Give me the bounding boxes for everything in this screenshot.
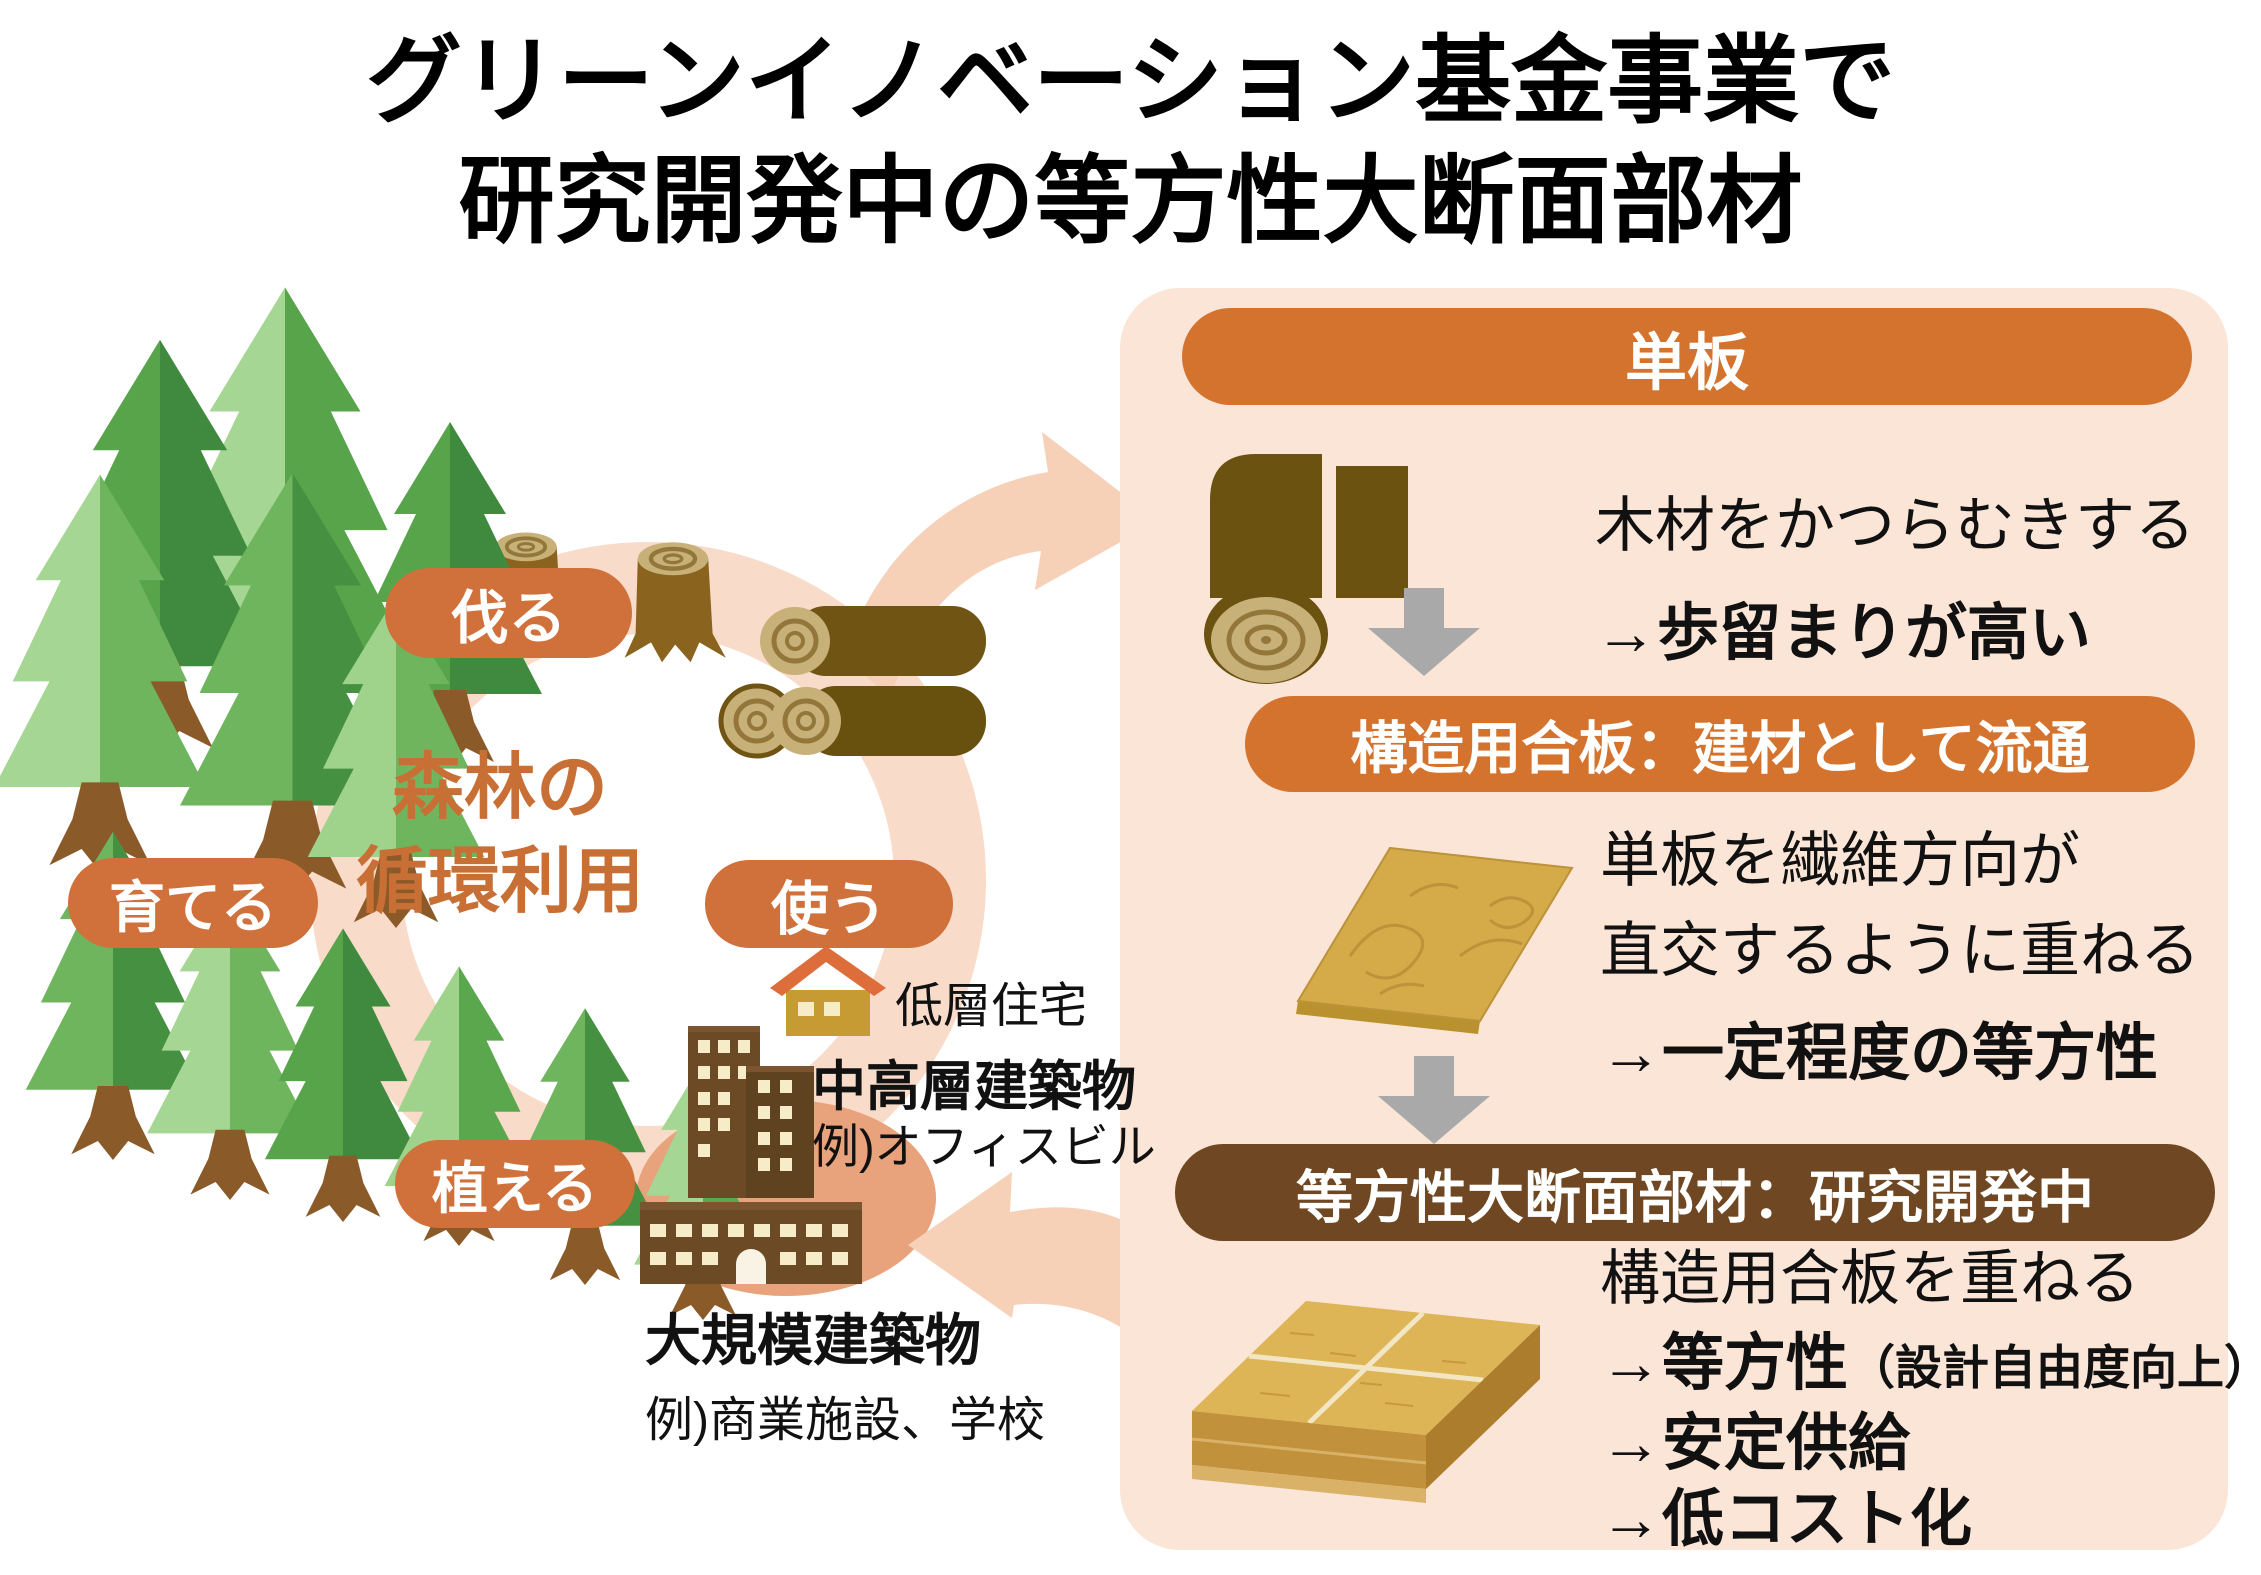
plywood-desc-1: 単板を繊維方向が [1600, 827, 2080, 894]
veneer-result: →歩留まりが高い [1595, 599, 2092, 668]
stacked-plywood-icon [1191, 1301, 1540, 1503]
plywood-desc-2: 直交するように重ねる [1600, 917, 2200, 984]
section-header-isotropic: 等方性大断面部材：研究開発中 [1175, 1144, 2215, 1241]
cycle-step-plant: 植える [395, 1140, 635, 1228]
page-title: グリーンイノベーション基金事業で 研究開発中の等方性大断面部材 [0, 22, 2261, 262]
plywood-result: →一定程度の等方性 [1600, 1019, 2159, 1088]
veneer-desc: 木材をかつらむきする [1595, 492, 2195, 559]
page-title-line2: 研究開発中の等方性大断面部材 [458, 148, 1803, 255]
large-building-icon [640, 1202, 862, 1284]
process-panel: 単板 木材をかつらむきする →歩留まりが高い 構造用合板：建材として流通 [1120, 288, 2261, 1554]
isotropic-result-3: →低コスト化 [1600, 1485, 1973, 1554]
label-low-rise: 低層住宅 [895, 980, 1088, 1033]
isotropic-result-1: →等方性（設計自由度向上） [1600, 1329, 2261, 1398]
gray-down-arrow-icon [1378, 1056, 1490, 1144]
section-header-plywood: 構造用合板：建材として流通 [1245, 696, 2195, 792]
cycle-center-label: 森林の 循環利用 [355, 748, 644, 922]
isotropic-result-2: →安定供給 [1600, 1409, 1911, 1478]
cycle-step-cut: 伐る [385, 568, 632, 658]
label-large-scale: 大規模建築物 [645, 1309, 981, 1372]
gray-down-arrow-icon [1368, 588, 1480, 676]
label-large-scale-example: 例)商業施設、学校 [645, 1394, 1045, 1447]
label-mid-high-rise: 中高層建築物 [812, 1057, 1136, 1117]
label-mid-high-example: 例)オフィスビル [812, 1120, 1156, 1173]
cycle-step-use: 使う [705, 860, 953, 948]
section-header-veneer: 単板 [1182, 308, 2192, 405]
page-title-line1: グリーンイノベーション基金事業で [365, 28, 1896, 135]
cycle-step-grow: 育てる [68, 858, 318, 948]
isotropic-desc: 構造用合板を重ねる [1600, 1245, 2140, 1312]
plywood-sheet-icon [1296, 846, 1574, 1034]
rotary-peeled-log-icon [1204, 454, 1408, 684]
office-buildings-icon [688, 1026, 814, 1198]
low-rise-house-icon [770, 946, 886, 1036]
arrow-to-panel-icon [845, 432, 1158, 700]
arrow-from-panel-icon [908, 1172, 1152, 1352]
log-pile-icon [718, 606, 986, 759]
